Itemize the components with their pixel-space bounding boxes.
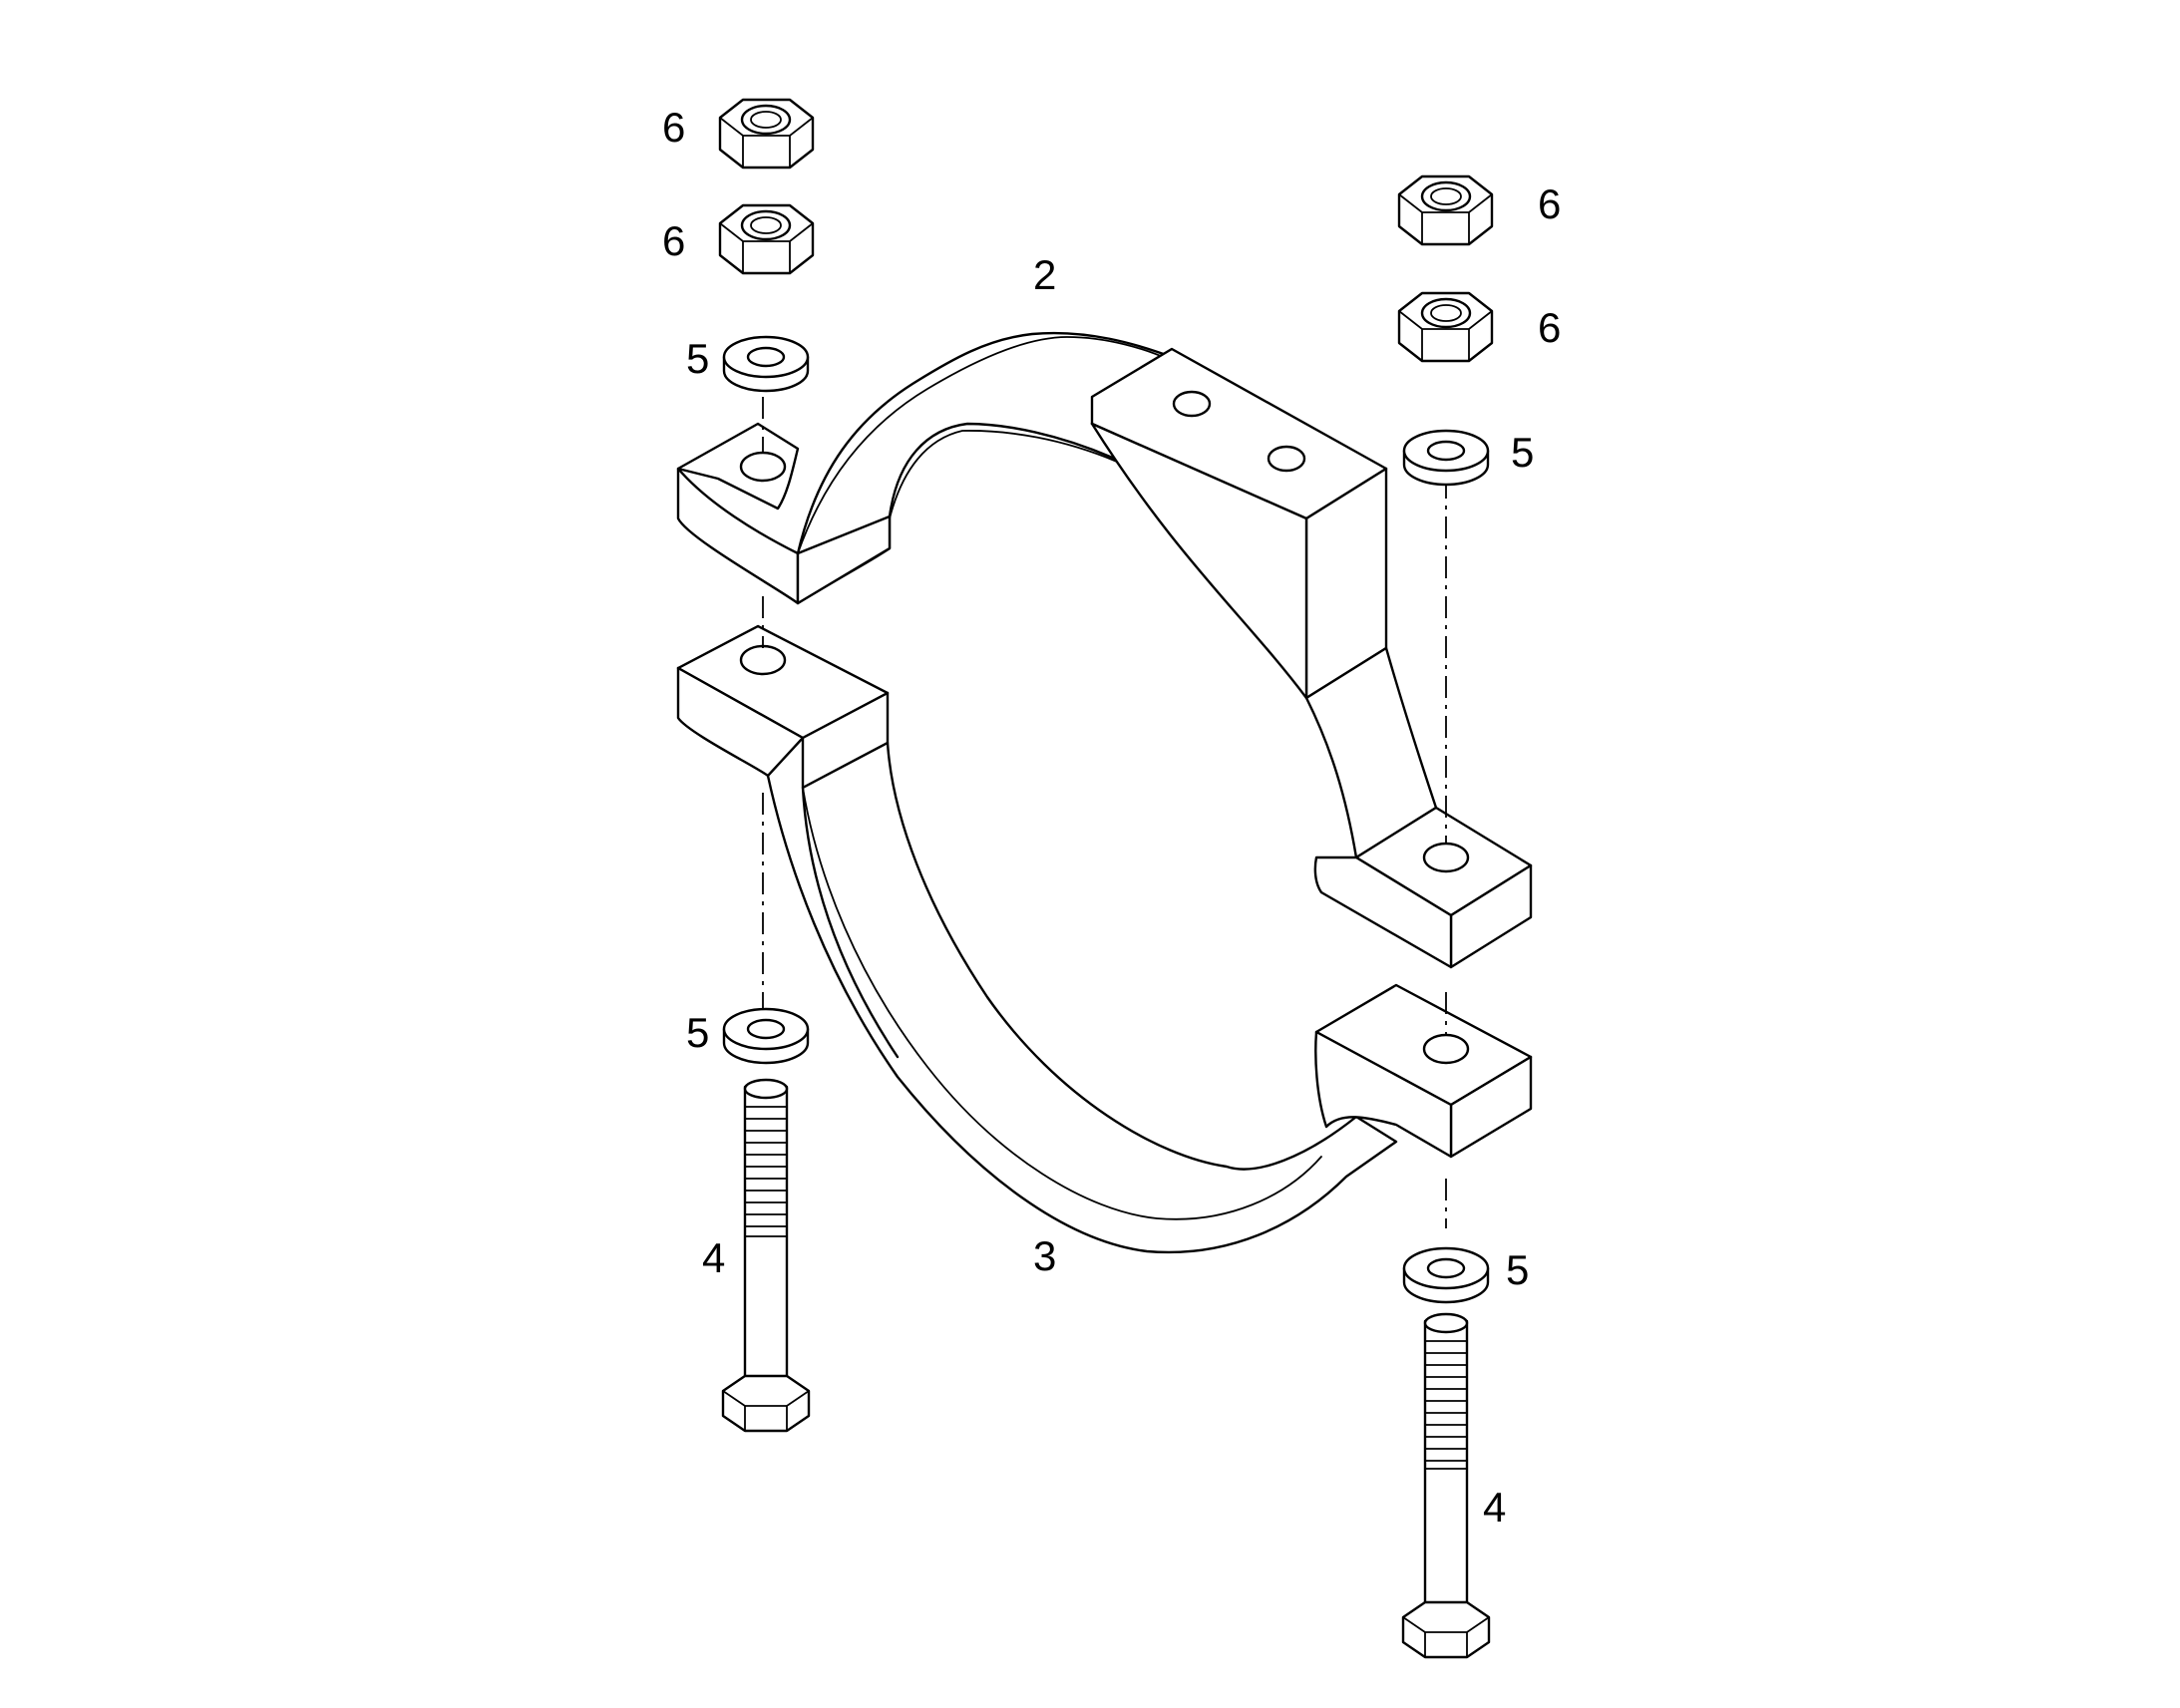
callout-bolt-left: 4	[702, 1234, 725, 1281]
washer-top-left	[722, 335, 810, 393]
callout-nut-left-1: 6	[662, 104, 685, 151]
callout-nut-left-2: 6	[662, 217, 685, 264]
upper-clamp-half	[676, 331, 1533, 969]
hex-bolt-right	[1401, 1312, 1491, 1659]
callout-washer-top-left: 5	[686, 335, 709, 382]
washer-bottom-right	[1402, 1246, 1490, 1304]
callout-washer-top-right: 5	[1511, 429, 1534, 476]
callout-nut-right-2: 6	[1538, 304, 1561, 351]
callout-bolt-right: 4	[1483, 1484, 1506, 1531]
hex-nut-left-1	[718, 98, 815, 170]
callout-clamp-upper: 2	[1033, 251, 1056, 298]
callout-clamp-lower: 3	[1033, 1232, 1056, 1279]
hex-bolt-left	[721, 1078, 811, 1433]
washer-bottom-left	[722, 1007, 810, 1065]
hex-nut-right-1	[1397, 174, 1494, 246]
hex-nut-right-2	[1397, 291, 1494, 363]
hex-nut-left-2	[718, 203, 815, 275]
callout-nut-right-1: 6	[1538, 180, 1561, 227]
washer-top-right	[1402, 429, 1490, 487]
lower-clamp-half	[676, 624, 1533, 1254]
callout-washer-bottom-right: 5	[1506, 1246, 1529, 1293]
callout-washer-bottom-left: 5	[686, 1009, 709, 1056]
